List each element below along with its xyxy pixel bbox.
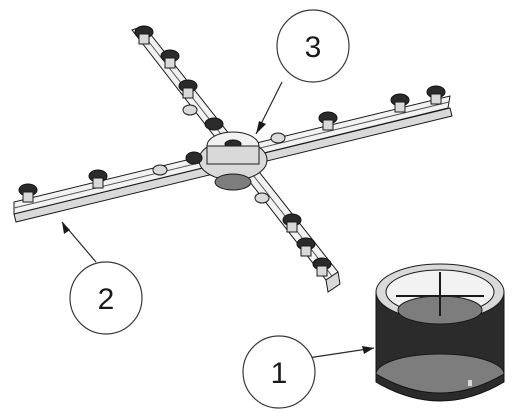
cylindrical-housing: [375, 263, 505, 402]
leader-1-arrow: [362, 346, 374, 354]
callout-3: 3: [276, 9, 350, 83]
callout-2-label: 2: [98, 283, 115, 316]
leader-3-arrow: [256, 121, 266, 134]
leader-2-arrow: [62, 222, 70, 234]
nozzles-cross-arm: [134, 25, 332, 277]
callout-1: 1: [242, 335, 316, 409]
callout-1-label: 1: [271, 357, 288, 390]
hub: [198, 131, 268, 191]
nozzles-long-arm: [18, 85, 446, 203]
callout-2: 2: [69, 261, 143, 335]
callout-3-label: 3: [305, 31, 322, 64]
